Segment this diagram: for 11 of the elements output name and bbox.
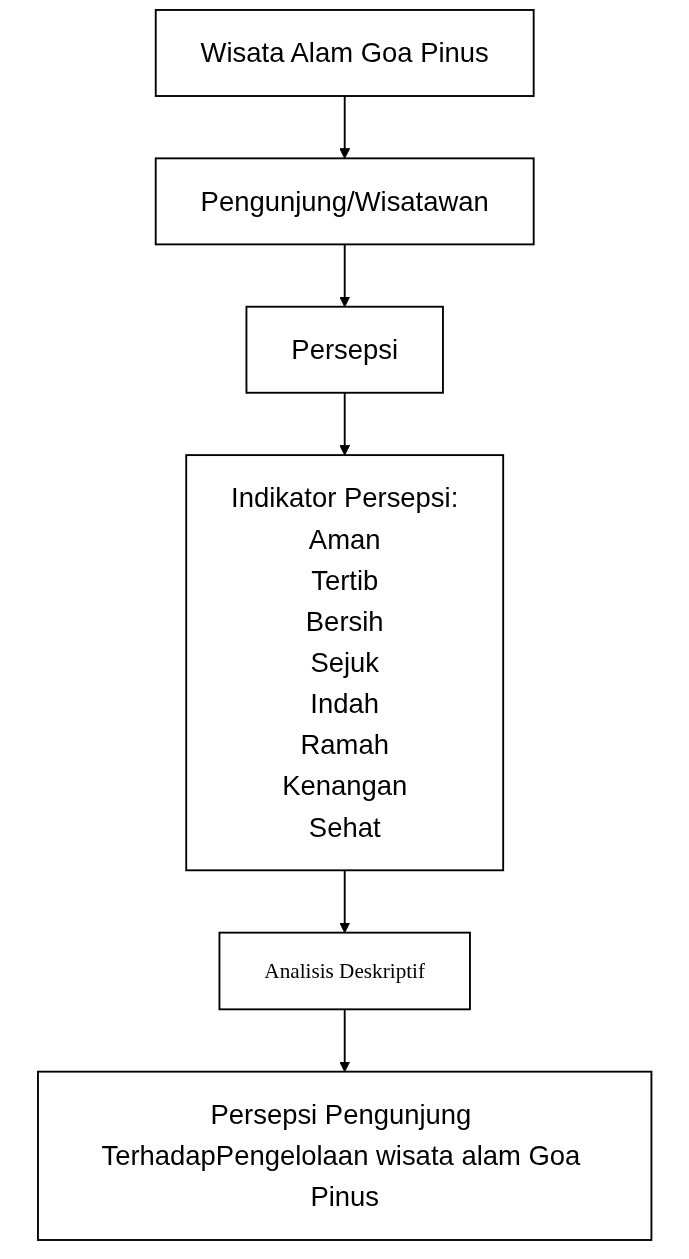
arrow — [339, 391, 350, 456]
node-box: Indikator Persepsi: Aman Tertib Bersih Sejuk Indah Ramah Kenangan Sehat — [185, 454, 504, 872]
arrow — [339, 243, 350, 308]
arrow — [339, 1008, 350, 1073]
node-box: Analisis Deskriptif — [218, 931, 471, 1011]
node-box: Persepsi — [245, 305, 444, 394]
node-box: Pengunjung/Wisatawan — [154, 157, 535, 246]
arrow — [339, 869, 350, 934]
node-box: Persepsi Pengunjung TerhadapPengelolaan wisata alam Goa Pinus — [36, 1070, 653, 1241]
node-box: Wisata Alam Goa Pinus — [154, 9, 535, 97]
arrow — [339, 95, 350, 159]
